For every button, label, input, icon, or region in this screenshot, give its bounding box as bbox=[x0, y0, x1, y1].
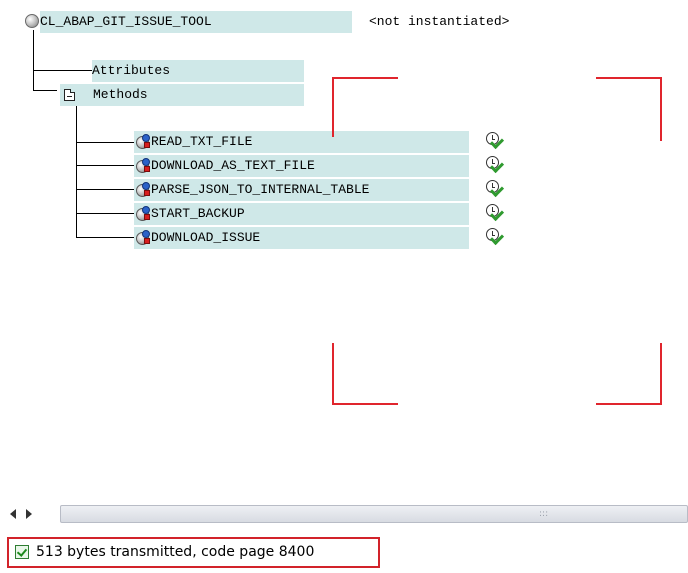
tree-root-node[interactable]: CL_ABAP_GIT_ISSUE_TOOL bbox=[40, 11, 352, 33]
tree-connector bbox=[76, 165, 134, 166]
tree-connector bbox=[33, 30, 34, 90]
tree-connector bbox=[76, 106, 77, 237]
scroll-left-icon[interactable] bbox=[10, 509, 16, 519]
status-message-box: 513 bytes transmitted, code page 8400 bbox=[7, 537, 380, 568]
root-class-name: CL_ABAP_GIT_ISSUE_TOOL bbox=[40, 14, 212, 29]
attributes-label: Attributes bbox=[92, 63, 171, 78]
status-message: 513 bytes transmitted, code page 8400 bbox=[36, 544, 315, 560]
method-name: PARSE_JSON_TO_INTERNAL_TABLE bbox=[151, 182, 370, 197]
execute-clock-check-icon[interactable] bbox=[485, 228, 505, 246]
tree-node-method[interactable]: READ_TXT_FILE bbox=[134, 131, 469, 153]
execute-clock-check-icon[interactable] bbox=[485, 132, 505, 150]
scroll-right-icon[interactable] bbox=[26, 509, 32, 519]
object-ball-icon bbox=[25, 14, 39, 28]
method-name: DOWNLOAD_AS_TEXT_FILE bbox=[151, 158, 315, 173]
scrollbar-grip-icon[interactable]: ::: bbox=[539, 509, 549, 519]
method-name: DOWNLOAD_ISSUE bbox=[151, 230, 261, 245]
tree-connector bbox=[33, 70, 93, 71]
object-tree: CL_ABAP_GIT_ISSUE_TOOL <not instantiated… bbox=[25, 11, 662, 405]
method-icon bbox=[136, 182, 152, 198]
method-name: READ_TXT_FILE bbox=[151, 134, 253, 149]
tree-node-method[interactable]: PARSE_JSON_TO_INTERNAL_TABLE bbox=[134, 179, 469, 201]
horizontal-scrollbar[interactable]: ::: bbox=[0, 503, 688, 525]
method-icon bbox=[136, 230, 152, 246]
tree-node-methods[interactable]: Methods bbox=[60, 84, 304, 106]
tree-node-attributes[interactable]: Attributes bbox=[92, 60, 304, 82]
tree-connector bbox=[76, 142, 134, 143]
success-check-icon bbox=[15, 545, 29, 559]
methods-label: Methods bbox=[93, 87, 148, 102]
execute-clock-check-icon[interactable] bbox=[485, 156, 505, 174]
method-icon bbox=[136, 158, 152, 174]
execute-clock-check-icon[interactable] bbox=[485, 180, 505, 198]
method-name: START_BACKUP bbox=[151, 206, 245, 221]
method-icon bbox=[136, 206, 152, 222]
tree-connector bbox=[33, 90, 57, 91]
tree-node-method[interactable]: DOWNLOAD_ISSUE bbox=[134, 227, 469, 249]
status-bar: 513 bytes transmitted, code page 8400 bbox=[0, 533, 688, 573]
execute-clock-check-icon[interactable] bbox=[485, 204, 505, 222]
tree-node-method[interactable]: START_BACKUP bbox=[134, 203, 469, 225]
tree-connector bbox=[76, 213, 134, 214]
tree-node-method[interactable]: DOWNLOAD_AS_TEXT_FILE bbox=[134, 155, 469, 177]
root-instance-state: <not instantiated> bbox=[369, 14, 510, 29]
folder-open-icon[interactable] bbox=[64, 89, 75, 101]
tree-connector bbox=[76, 189, 134, 190]
method-icon bbox=[136, 134, 152, 150]
scrollbar-track[interactable]: ::: bbox=[60, 505, 688, 523]
tree-connector bbox=[76, 237, 134, 238]
